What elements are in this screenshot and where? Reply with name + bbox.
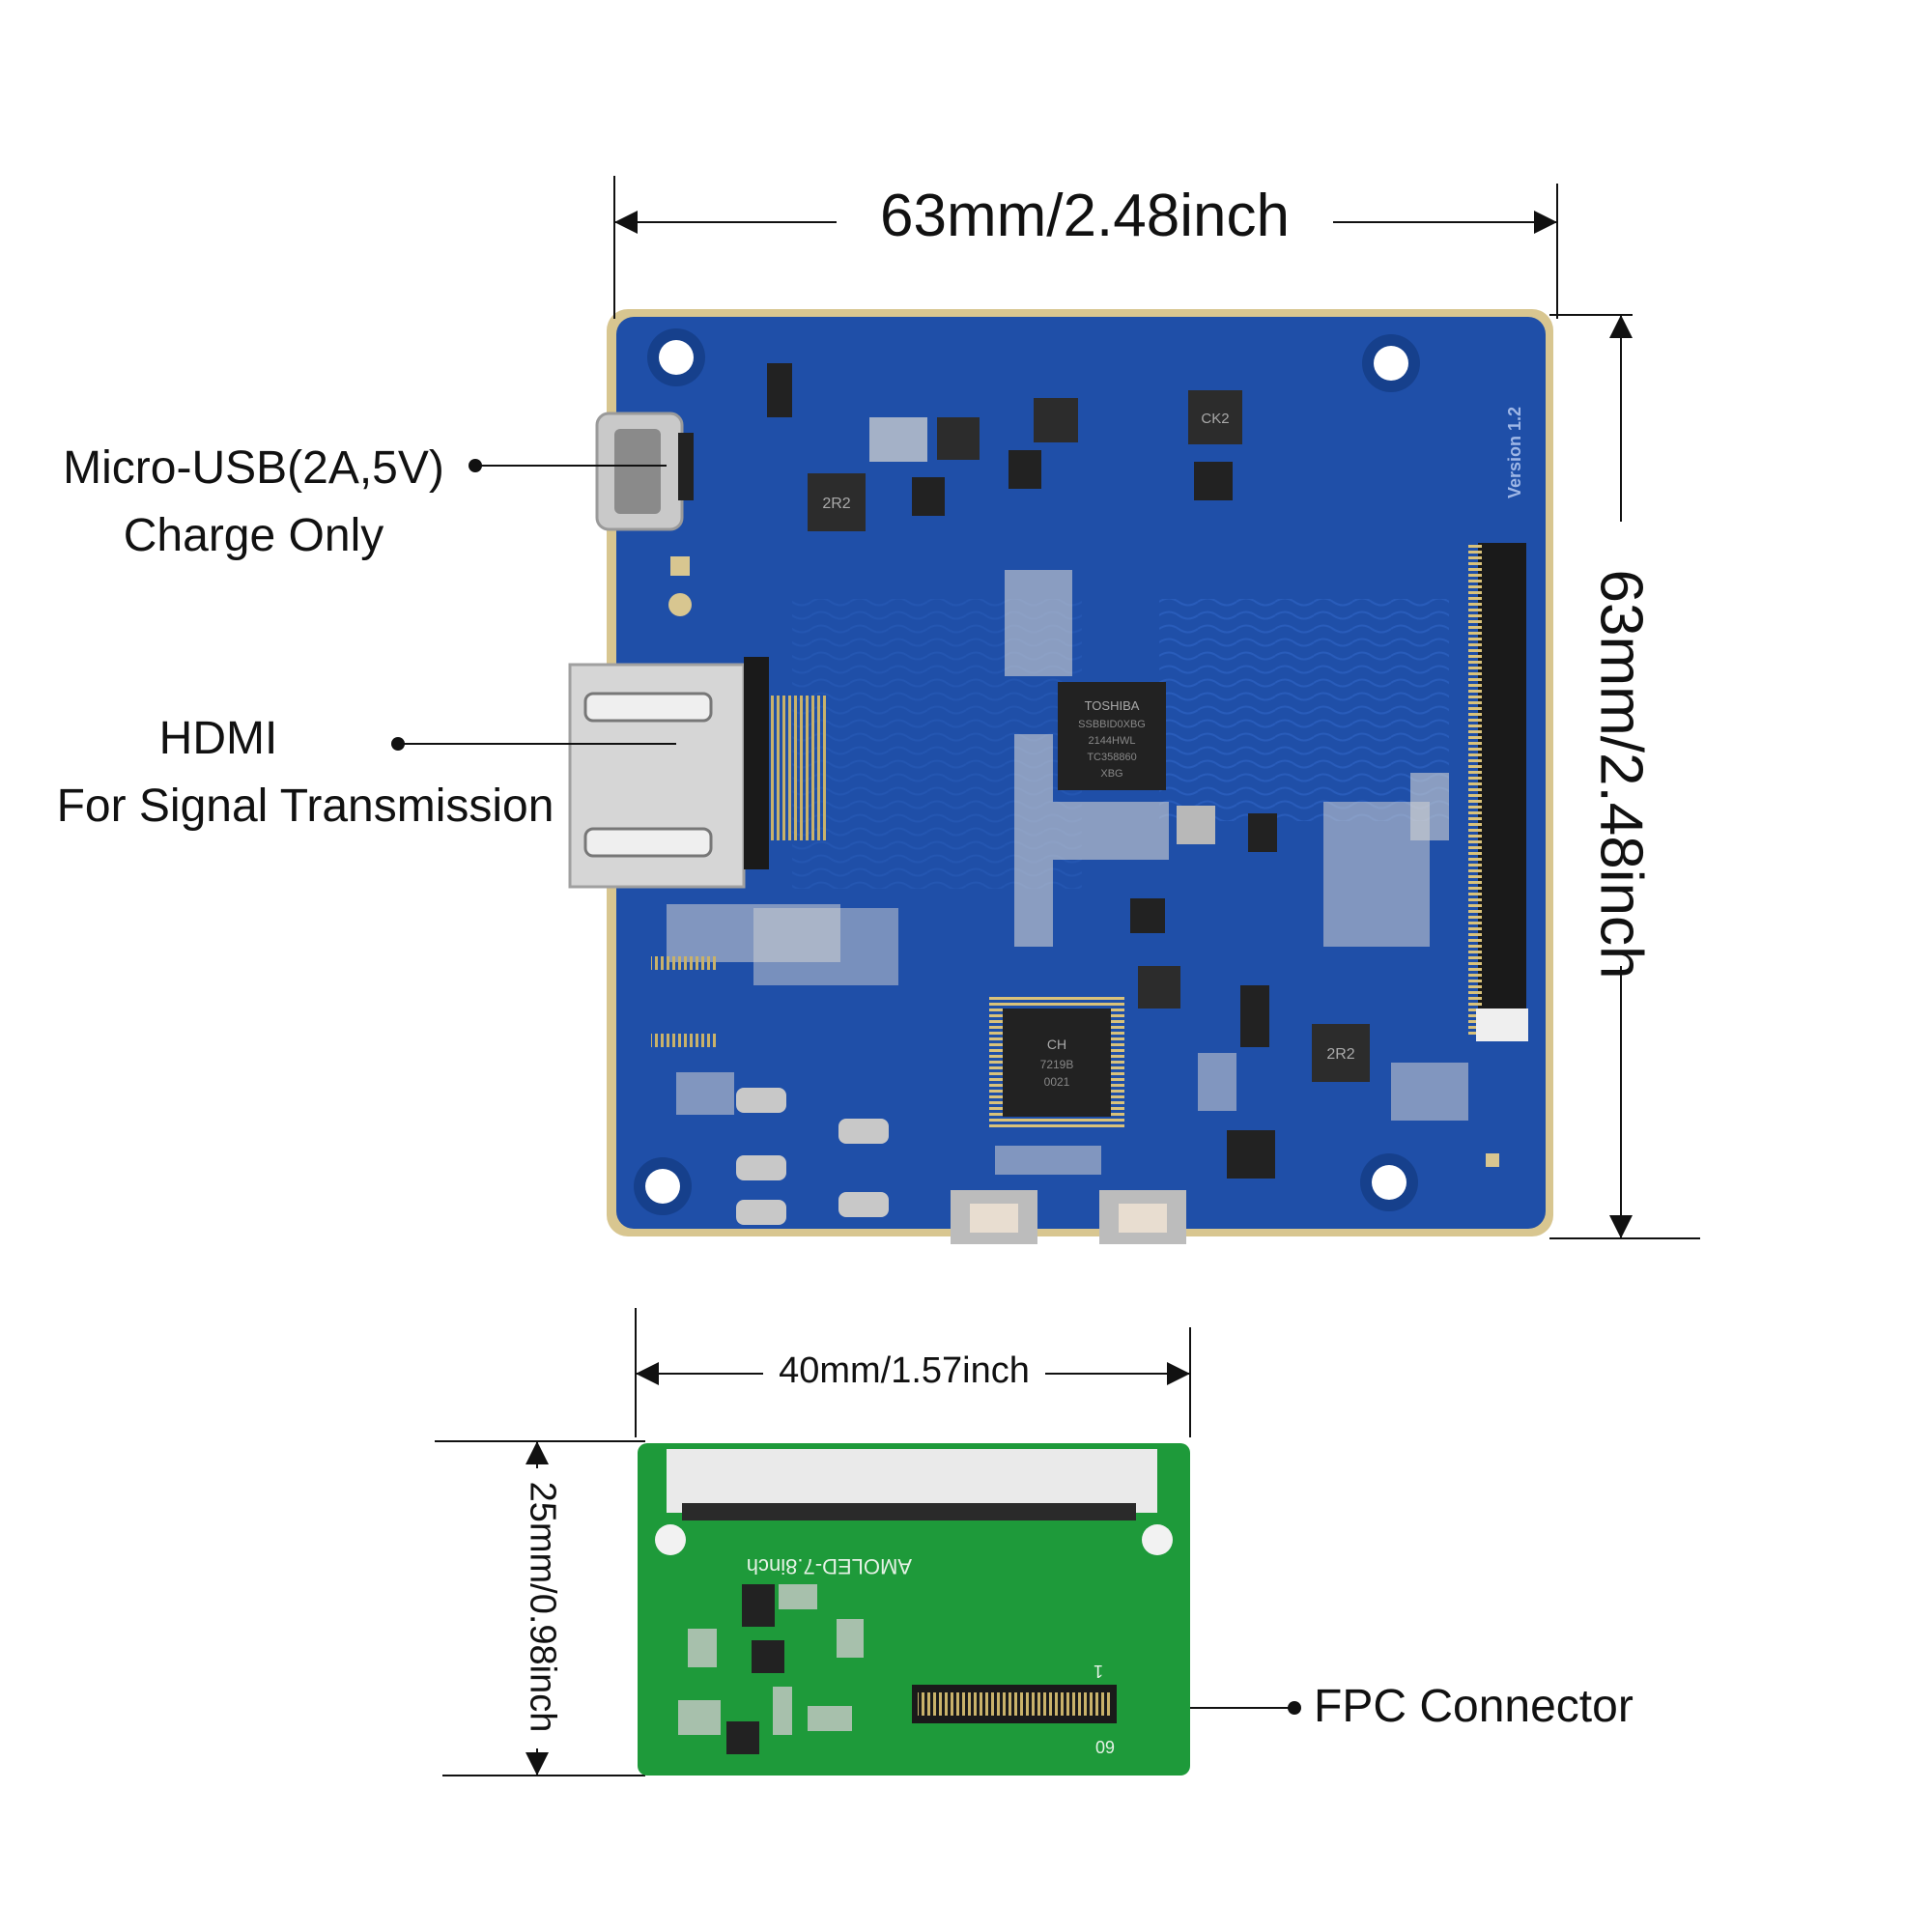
lcd-fpc-connector-icon xyxy=(1468,543,1528,1041)
hdmi-port-icon xyxy=(568,657,827,889)
callout-dot-icon xyxy=(1288,1701,1301,1715)
adapter-fpc-socket-icon xyxy=(667,1449,1157,1513)
svg-text:2R2: 2R2 xyxy=(822,496,850,512)
test-pad-icon xyxy=(668,593,692,616)
usb-callout-line2: Charge Only xyxy=(123,510,384,561)
main-height-label: 63mm/2.48inch xyxy=(1587,569,1655,980)
svg-text:0021: 0021 xyxy=(1044,1075,1070,1089)
hdmi-callout-line1: HDMI xyxy=(158,713,278,764)
test-pad-icon xyxy=(670,556,690,576)
adapter-hole-icon xyxy=(655,1524,686,1555)
svg-text:2144HWL: 2144HWL xyxy=(1089,735,1136,747)
small-ic-icon xyxy=(767,363,792,417)
bottom-pads-icon xyxy=(736,1088,889,1225)
inductor-icon: 2R2 xyxy=(808,473,866,531)
svg-text:CK2: CK2 xyxy=(1201,411,1229,427)
bridge-chip-icon: TOSHIBA SSBBID0XBG 2144HWL TC358860 XBG xyxy=(1058,682,1166,790)
push-button-icon xyxy=(1099,1190,1186,1244)
svg-text:TOSHIBA: TOSHIBA xyxy=(1085,698,1140,713)
pin-label-1: 1 xyxy=(1094,1662,1103,1681)
adapter-fpc-connector-icon xyxy=(912,1685,1117,1723)
svg-text:2R2: 2R2 xyxy=(1326,1046,1354,1063)
mounting-hole-icon xyxy=(634,1157,692,1215)
svg-text:CH: CH xyxy=(1047,1037,1066,1052)
main-board: TOSHIBA SSBBID0XBG 2144HWL TC358860 XBG … xyxy=(568,309,1553,1244)
dimension-lines xyxy=(435,176,1700,1776)
callout-dot-icon xyxy=(391,737,405,751)
inductor-icon xyxy=(937,417,980,460)
adapter-silkscreen: AMOLED-7.8inch xyxy=(747,1554,912,1578)
test-pad-icon xyxy=(1486,1153,1499,1167)
inductor-icon: 2R2 xyxy=(1312,1024,1370,1082)
small-ic-icon xyxy=(1194,462,1233,500)
small-ic-icon xyxy=(1009,450,1041,489)
adapter-height-label: 25mm/0.98inch xyxy=(522,1481,563,1733)
main-width-label: 63mm/2.48inch xyxy=(880,183,1290,249)
version-text: Version 1.2 xyxy=(1505,407,1524,498)
qfp-controller-chip-icon: CH 7219B 0021 xyxy=(989,995,1124,1130)
micro-usb-port-icon xyxy=(595,412,694,531)
mounting-hole-icon xyxy=(1362,334,1420,392)
adapter-fpc-socket-shadow xyxy=(682,1503,1136,1520)
adapter-hole-icon xyxy=(1142,1524,1173,1555)
hdmi-callout: HDMI For Signal Transmission xyxy=(35,705,576,840)
small-ic-icon xyxy=(1240,985,1269,1047)
mounting-hole-icon xyxy=(1360,1153,1418,1211)
svg-text:XBG: XBG xyxy=(1100,768,1122,780)
inductor-icon: CK2 xyxy=(1188,390,1242,444)
callout-dot-icon xyxy=(469,459,482,472)
adapter-components-icon xyxy=(678,1584,864,1754)
small-ic-icon xyxy=(1227,1130,1275,1179)
mounting-hole-icon xyxy=(647,328,705,386)
trace-area xyxy=(1159,599,1449,821)
hdmi-callout-line2: For Signal Transmission xyxy=(56,781,554,832)
fpc-callout: FPC Connector xyxy=(1314,1681,1634,1732)
usb-callout: Micro-USB(2A,5V) Charge Only xyxy=(39,435,469,570)
small-ic-icon xyxy=(1248,813,1277,852)
svg-text:SSBBID0XBG: SSBBID0XBG xyxy=(1078,719,1146,730)
svg-text:TC358860: TC358860 xyxy=(1087,752,1136,763)
smd-components-icon xyxy=(667,417,1468,1175)
adapter-width-label: 40mm/1.57inch xyxy=(779,1350,1030,1391)
inductor-icon xyxy=(1034,398,1078,442)
inductor-icon xyxy=(1138,966,1180,1009)
push-button-icon xyxy=(951,1190,1037,1244)
small-ic-icon xyxy=(912,477,945,516)
crystal-icon xyxy=(1177,806,1215,844)
pin-label-60: 60 xyxy=(1095,1737,1115,1756)
usb-callout-line1: Micro-USB(2A,5V) xyxy=(63,442,444,494)
svg-text:7219B: 7219B xyxy=(1040,1058,1074,1071)
small-ic-icon xyxy=(1130,898,1165,933)
pin-header-icon xyxy=(651,956,719,1047)
adapter-board: AMOLED-7.8inch 1 60 xyxy=(638,1443,1190,1776)
